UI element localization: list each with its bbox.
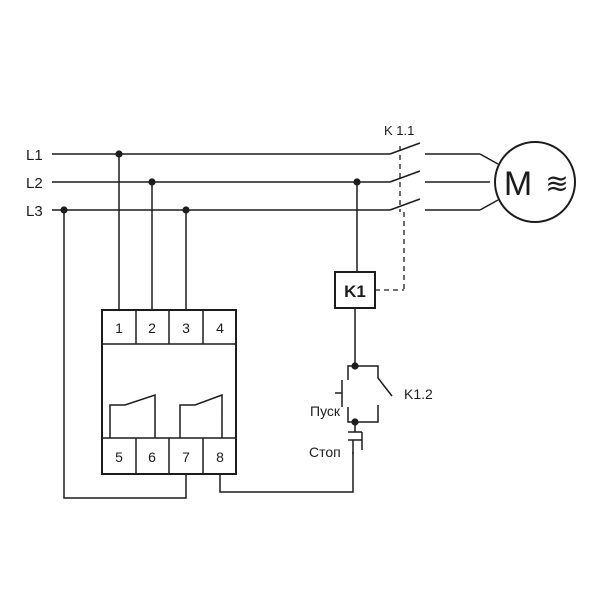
terminal-3: 3: [182, 320, 190, 336]
stop-label: Стоп: [309, 444, 341, 460]
relay-contact-left: [109, 393, 156, 438]
aux-contact-label: K1.2: [404, 386, 433, 402]
main-contact-2: [389, 170, 421, 183]
aux-contact-k1-2: [355, 365, 393, 397]
terminal-7: 7: [182, 449, 190, 465]
coil-label: K1: [344, 282, 366, 301]
main-contacts-label: K 1.1: [384, 123, 414, 138]
main-contact-3: [389, 198, 421, 211]
motor-letter: M: [504, 165, 532, 203]
relay-contact-right: [179, 393, 223, 438]
terminal-6: 6: [148, 449, 156, 465]
start-label: Пуск: [310, 403, 341, 419]
wire-terminal-8-to-stop: [219, 452, 354, 493]
terminal-5: 5: [115, 449, 123, 465]
label-l3: L3: [26, 203, 43, 220]
label-l2: L2: [26, 175, 43, 192]
label-l1: L1: [26, 147, 43, 164]
terminal-2: 2: [148, 320, 156, 336]
motor-icon: [494, 141, 576, 223]
terminal-1: 1: [115, 320, 123, 336]
terminal-4: 4: [216, 320, 224, 336]
motor-ac-symbol: ≋: [545, 168, 568, 199]
wire-l3-to-terminal-7: [63, 210, 187, 499]
main-contact-1: [389, 142, 421, 155]
terminal-8: 8: [216, 449, 224, 465]
